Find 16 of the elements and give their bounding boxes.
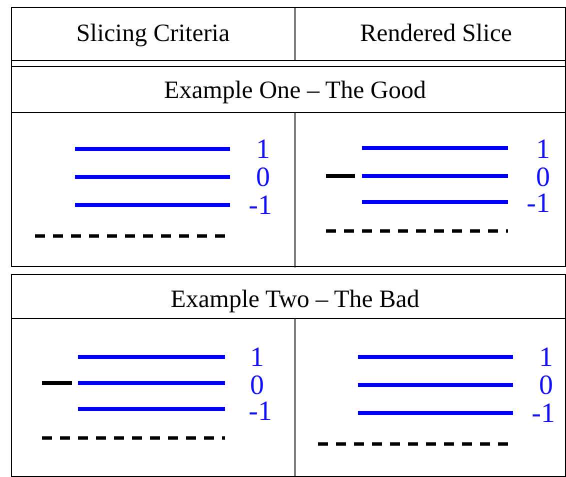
- line-label: 0: [250, 372, 264, 400]
- line-label: 0: [536, 164, 550, 192]
- section-header: Example One – The Good: [164, 78, 426, 103]
- line-label: 1: [256, 136, 270, 164]
- column-header: Rendered Slice: [360, 21, 512, 46]
- section-header: Example Two – The Bad: [170, 287, 420, 312]
- line-label: 1: [539, 344, 553, 372]
- line-label: 0: [539, 372, 553, 400]
- line-label: -1: [532, 400, 555, 428]
- line-label: 0: [256, 164, 270, 192]
- line-label: -1: [248, 398, 272, 426]
- line-label: 1: [536, 136, 550, 164]
- line-label: -1: [248, 192, 272, 220]
- line-label: -1: [526, 190, 550, 218]
- line-label: 1: [250, 344, 264, 372]
- column-header: Slicing Criteria: [76, 21, 230, 46]
